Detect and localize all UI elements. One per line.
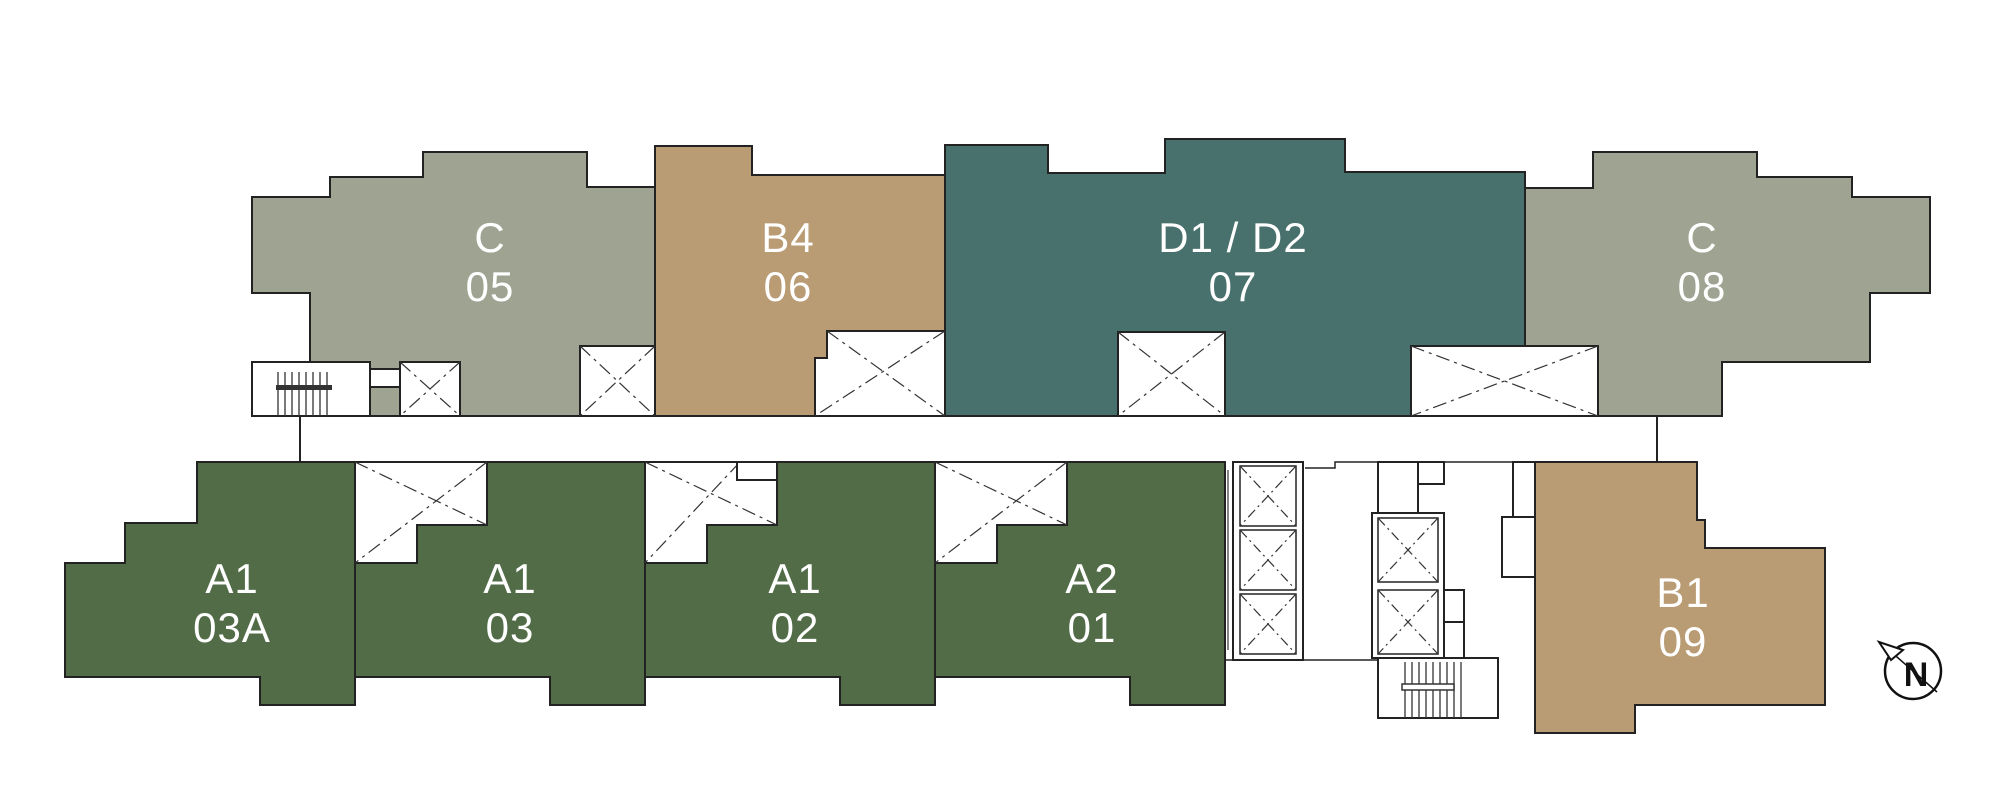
building-core xyxy=(1224,461,1536,719)
unit-07-shape[interactable] xyxy=(944,138,1526,417)
unit-09-type: B1 xyxy=(1656,569,1709,616)
unit-02-number: 02 xyxy=(771,604,820,651)
void-shaft xyxy=(399,361,461,417)
unit-09[interactable]: B1 09 xyxy=(1534,461,1826,734)
unit-06-type: B4 xyxy=(761,214,814,261)
void-court xyxy=(1410,345,1599,417)
north-arrow-icon: N xyxy=(1876,640,1943,701)
unit-07[interactable]: D1 / D2 07 xyxy=(944,138,1526,417)
void-court xyxy=(814,330,946,417)
void-court xyxy=(354,461,488,564)
unit-06-number: 06 xyxy=(764,263,813,310)
void-court xyxy=(934,461,1068,564)
unit-03-type: A1 xyxy=(483,555,536,602)
unit-08[interactable]: C 08 xyxy=(1524,151,1931,417)
unit-03a-number: 03A xyxy=(193,604,271,651)
unit-01-type: A2 xyxy=(1065,555,1118,602)
stair-west xyxy=(251,361,401,417)
void-court xyxy=(579,345,656,417)
void-court xyxy=(1117,331,1226,417)
unit-03a-type: A1 xyxy=(205,555,258,602)
unit-01-number: 01 xyxy=(1068,604,1117,651)
unit-02-type: A1 xyxy=(768,555,821,602)
unit-08-type: C xyxy=(1686,214,1717,261)
unit-03-number: 03 xyxy=(486,604,535,651)
unit-09-number: 09 xyxy=(1659,618,1708,665)
unit-07-number: 07 xyxy=(1209,263,1258,310)
unit-03a[interactable]: A1 03A xyxy=(64,461,356,706)
unit-07-type: D1 / D2 xyxy=(1158,214,1307,261)
unit-05-type: C xyxy=(474,214,505,261)
unit-09-shape[interactable] xyxy=(1534,461,1826,734)
unit-05-number: 05 xyxy=(466,263,515,310)
unit-08-number: 08 xyxy=(1678,263,1727,310)
void-court xyxy=(644,461,778,564)
unit-08-shape[interactable] xyxy=(1524,151,1931,417)
unit-05[interactable]: C 05 xyxy=(251,151,656,417)
north-label: N xyxy=(1904,656,1929,694)
